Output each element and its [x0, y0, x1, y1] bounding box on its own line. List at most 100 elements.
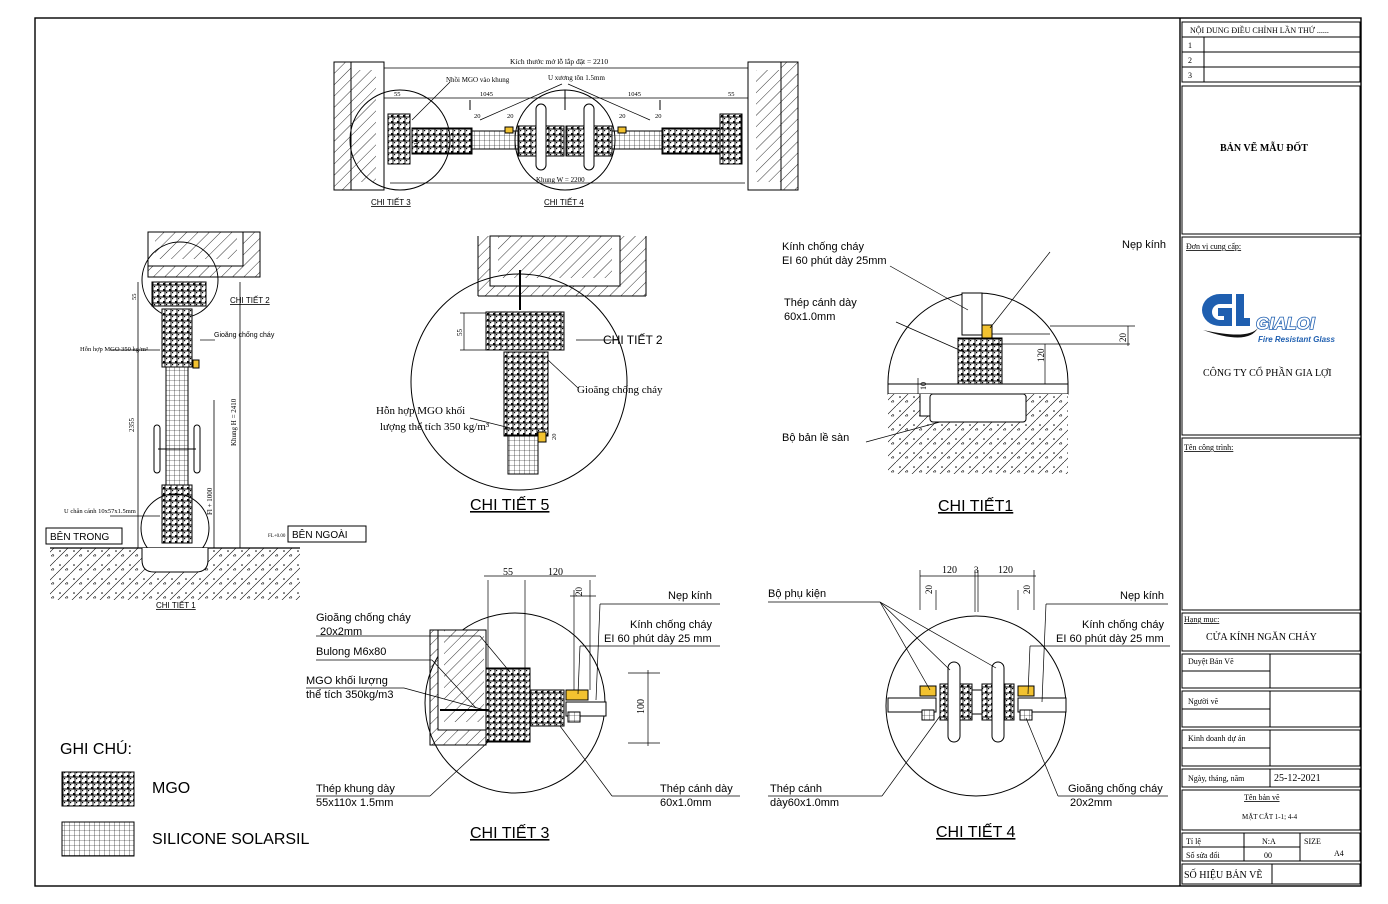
d5-dim-20: 20: [551, 434, 558, 441]
sheet-border: [34, 17, 1362, 887]
d1-label-glass-2: EI 60 phút dày 25mm: [782, 255, 887, 267]
d1-dim-20: 20: [1118, 333, 1128, 343]
tb-category-value: CỬA KÍNH NGĂN CHÁY: [1206, 631, 1317, 643]
dim-1045-right: 1045: [628, 91, 641, 98]
tb-supplier-label: Đơn vị cung cấp:: [1186, 242, 1241, 251]
d4-dim-120-r: 120: [998, 565, 1013, 576]
tb-rev2: 2: [1188, 56, 1192, 65]
inside-box: [45, 527, 123, 545]
logo-brand: GIALOI: [1256, 314, 1316, 333]
d3-label-gasket-1: Gioăng chống cháy: [316, 612, 411, 624]
d3-dim-55: 55: [503, 567, 513, 578]
dim-55-right: 55: [728, 91, 735, 98]
dim-20a: 20: [474, 113, 481, 120]
detail-1-graphic: [865, 251, 1135, 474]
d4-dim-20-r: 20: [1022, 585, 1032, 595]
dim-frame-w: Khung W = 2200: [536, 176, 585, 184]
d3-dim-20: 20: [574, 587, 584, 597]
d4-dim-20-l: 20: [924, 585, 934, 595]
elev-callout-2: CHI TIẾT 2: [230, 295, 270, 305]
d5-label-mgo-2: lượng thể tích 350 kg/m³: [380, 421, 490, 433]
tb-sales-label: Kinh doanh dự án: [1188, 734, 1245, 743]
label-u-steel: U xương tôn 1.5mm: [548, 74, 605, 82]
detail-3-graphic: [306, 575, 740, 797]
tb-size-label: SIZE: [1304, 837, 1321, 846]
d5-callout-2: CHI TIẾT 2: [603, 332, 663, 347]
elev-callout-1: CHI TIẾT 1: [156, 600, 196, 610]
d1-title: CHI TIẾT1: [938, 496, 1013, 515]
gialoi-logo: GIALOI Fire Resistant Glass: [1202, 294, 1335, 344]
elev-label-gasket: Gioăng chống cháy: [214, 330, 275, 339]
elev-dim-2355: 2355: [128, 418, 136, 433]
d3-label-frame-2: 55x110x 1.5mm: [316, 797, 393, 809]
fl-mark: FL+0.00: [268, 534, 286, 539]
elev-dim-fl1000: Fl + 1000: [206, 487, 214, 515]
d1-label-glass-1: Kính chống cháy: [782, 241, 864, 253]
d5-title: CHI TIẾT 5: [470, 495, 550, 514]
elev-label-mgo: Hỗn hợp MGO 350 kg/m³: [80, 346, 148, 353]
elev-label-u-foot: U chân cánh 10x57x1.5mm: [64, 508, 136, 515]
d3-label-glass-1: Kính chống cháy: [630, 619, 712, 631]
tb-scale-value: N:A: [1262, 837, 1276, 846]
tb-sheet-name-label: Tên bản vẽ: [1244, 793, 1280, 802]
tb-company: CÔNG TY CỔ PHẦN GIA LỢI: [1203, 366, 1332, 379]
dim-20d: 20: [655, 113, 662, 120]
d3-label-leaf-1: Thép cánh dày: [660, 783, 733, 795]
tb-project-label: Tên công trình:: [1184, 443, 1233, 452]
d1-label-steel-2: 60x1.0mm: [784, 311, 835, 323]
callout-chi-tiet-3: CHI TIẾT 3: [371, 197, 411, 207]
tb-revision-label: Số sửa đổi: [1186, 851, 1220, 860]
outside-box: [287, 525, 367, 543]
tb-size-value: A4: [1334, 849, 1344, 858]
detail-4-graphic: [768, 570, 1170, 797]
logo-tagline: Fire Resistant Glass: [1258, 335, 1335, 344]
d4-dim-120-l: 120: [942, 565, 957, 576]
elevation-section: [50, 231, 300, 600]
d3-dim-100: 100: [636, 699, 647, 714]
d4-label-leaf-2: dày60x1.0mm: [770, 797, 839, 809]
dim-110: 110: [414, 139, 420, 148]
tb-category-label: Hạng mục:: [1184, 615, 1219, 624]
dim-55-left: 55: [394, 91, 401, 98]
d4-label-gasket-2: 20x2mm: [1070, 797, 1112, 809]
tb-drawing-kind: BẢN VẼ MẪU ĐỐT: [1220, 141, 1308, 154]
d3-label-mgo-1: MGO khối lượng: [306, 675, 388, 687]
dim-20c: 20: [619, 113, 626, 120]
legend-silicone-swatch: [61, 821, 135, 857]
d4-label-glass-2: EI 60 phút dày 25 mm: [1056, 633, 1164, 645]
d3-label-leaf-2: 60x1.0mm: [660, 797, 711, 809]
d3-label-bead: Nẹp kính: [668, 590, 712, 602]
d4-title: CHI TIẾT 4: [936, 822, 1016, 841]
tb-rev1: 1: [1188, 41, 1192, 50]
tb-date-value: 25-12-2021: [1274, 773, 1321, 784]
d3-label-bolt: Bulong M6x80: [316, 646, 386, 658]
d3-label-frame-1: Thép khung dày: [316, 783, 395, 795]
d4-label-leaf-1: Thép cánh: [770, 783, 822, 795]
tb-drawing-no-label: SỐ HIỆU BẢN VẼ: [1184, 868, 1262, 881]
d5-dim-55: 55: [456, 329, 464, 337]
tb-revision-header: NỘI DUNG ĐIỀU CHỈNH LẦN THỨ ......: [1190, 25, 1329, 35]
legend-silicone-label: SILICONE SOLARSIL: [152, 831, 309, 848]
d3-label-mgo-2: thể tích 350kg/m3: [306, 689, 393, 701]
d1-label-bead: Nẹp kính: [1122, 239, 1166, 251]
d3-label-glass-2: EI 60 phút dày 25 mm: [604, 633, 712, 645]
legend-title: GHI CHÚ:: [60, 739, 132, 758]
dim-20b: 20: [507, 113, 514, 120]
d4-label-bead: Nẹp kính: [1120, 590, 1164, 602]
legend-mgo-swatch: [61, 771, 135, 807]
d1-dim-10: 10: [919, 382, 928, 390]
d3-dim-120: 120: [548, 567, 563, 578]
callout-chi-tiet-4: CHI TIẾT 4: [544, 197, 584, 207]
d4-dim-3: 3: [974, 565, 979, 575]
title-block: [1181, 21, 1361, 885]
d4-label-glass-1: Kính chống cháy: [1082, 619, 1164, 631]
d5-label-gasket: Gioăng chống cháy: [577, 384, 663, 396]
label-inside: BÊN TRONG: [50, 530, 109, 543]
d4-label-accessory: Bộ phụ kiện: [768, 588, 826, 600]
tb-approved-label: Duyệt Bản Vẽ: [1188, 657, 1234, 666]
dim-opening: Kích thước mở lỗ lắp đặt = 2210: [510, 57, 608, 66]
tb-sheet-name-value: MẶT CẮT 1-1; 4-4: [1242, 813, 1298, 821]
d3-title: CHI TIẾT 3: [470, 823, 550, 842]
legend-mgo-label: MGO: [152, 780, 190, 797]
